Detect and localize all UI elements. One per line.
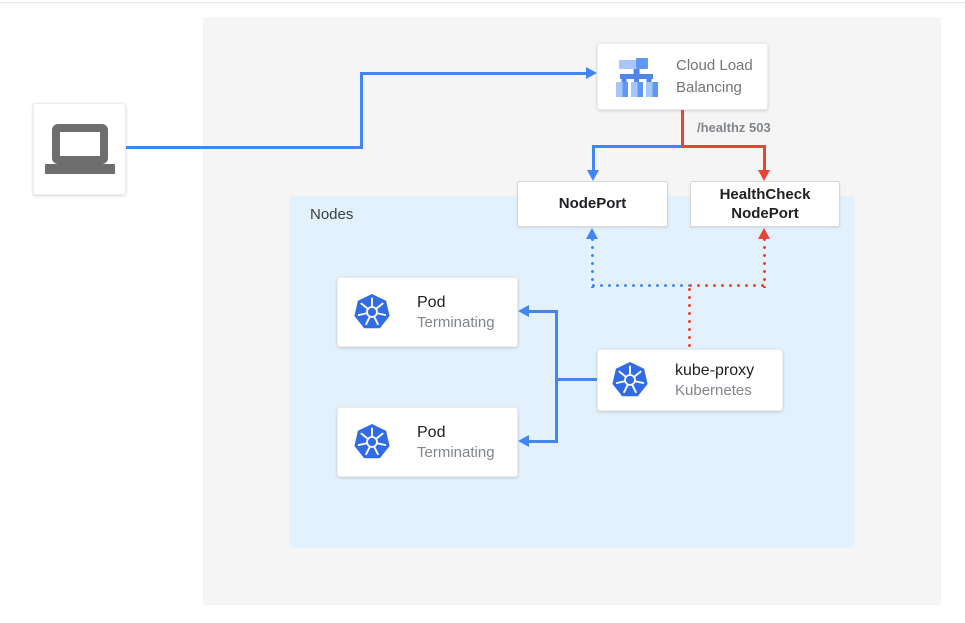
edge-lb-to-nodeport xyxy=(592,145,681,148)
pod-title: Pod xyxy=(417,423,446,441)
arrowhead-into-nodeport xyxy=(587,170,599,181)
edge-lb-healthz xyxy=(681,110,684,148)
kubernetes-icon xyxy=(353,293,391,331)
arrowhead-into-pod-1 xyxy=(518,305,529,317)
kube-proxy-card: kube-proxy Kubernetes xyxy=(597,349,783,411)
edge-kubeproxy-to-pods xyxy=(557,378,597,381)
kube-proxy-title: kube-proxy xyxy=(675,361,755,379)
pod-terminating-card: Pod Terminating xyxy=(337,277,518,347)
edge-lb-healthz xyxy=(763,145,766,172)
laptop-icon xyxy=(44,124,115,174)
arrowhead-into-healthcheck-nodeport xyxy=(758,170,770,181)
edge-lb-healthz xyxy=(681,145,766,148)
edge-kubeproxy-to-nodeport xyxy=(592,284,689,287)
edge-kubeproxy-up xyxy=(688,288,691,349)
healthz-status-label: /healthz 503 xyxy=(697,120,771,135)
edge-lb-to-nodeport xyxy=(592,145,595,172)
pod-status: Terminating xyxy=(417,443,495,461)
arrowhead-into-healthcheck-bottom xyxy=(758,228,770,239)
edge-client-to-lb xyxy=(360,72,588,75)
edge-kubeproxy-to-pods xyxy=(555,310,558,443)
pod-title: Pod xyxy=(417,293,446,311)
arrowhead-into-nodeport-bottom xyxy=(586,228,598,239)
edge-kubeproxy-to-healthcheck xyxy=(689,284,766,287)
pod-terminating-card: Pod Terminating xyxy=(337,407,518,477)
top-divider xyxy=(0,2,965,3)
healthcheck-nodeport-card: HealthCheck NodePort xyxy=(690,181,840,227)
client-card xyxy=(33,103,126,195)
pod-status: Terminating xyxy=(417,313,495,331)
edge-client-to-lb xyxy=(126,146,363,149)
edge-to-pod-2 xyxy=(528,440,557,443)
kubernetes-icon xyxy=(611,361,649,399)
edge-kubeproxy-to-healthcheck xyxy=(763,238,766,288)
nodeport-card: NodePort xyxy=(517,181,668,227)
kube-proxy-subtitle: Kubernetes xyxy=(675,381,752,399)
edge-to-pod-1 xyxy=(528,310,557,313)
nodes-group-label: Nodes xyxy=(310,206,354,223)
load-balancer-icon xyxy=(612,55,662,99)
arrowhead-into-lb xyxy=(586,67,597,79)
kubernetes-icon xyxy=(353,423,391,461)
cloud-load-balancing-card: Cloud Load Balancing xyxy=(597,43,768,110)
edge-kubeproxy-to-nodeport xyxy=(591,238,594,288)
edge-client-to-lb xyxy=(360,72,363,149)
cloud-load-balancing-label: Cloud Load Balancing xyxy=(676,56,753,96)
arrowhead-into-pod-2 xyxy=(518,435,529,447)
